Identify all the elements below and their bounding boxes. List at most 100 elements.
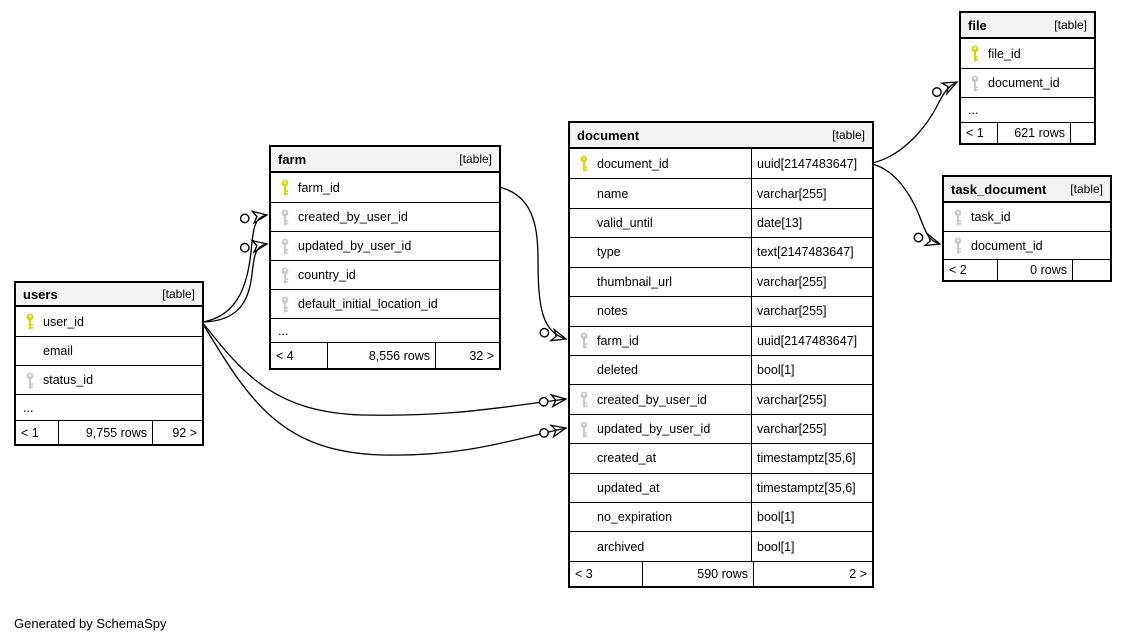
column-type: uuid[2147483647] [751,149,872,179]
column-row-created_by_user_id: created_by_user_id [271,202,499,231]
column-type: varchar[255] [751,179,872,208]
table-header: file [table] [961,13,1094,39]
column-name: document_id [597,156,669,171]
column-name: thumbnail_url [597,274,673,289]
table-header: users [table] [16,283,202,307]
column-row-status_id: status_id [16,365,202,394]
ellipsis-row: ... [16,394,202,420]
column-row-document_id: document_id [961,68,1094,97]
column-name: deleted [597,363,639,378]
footer-row-count: 621 rows [997,123,1070,143]
table-header: task_document [table] [944,177,1110,203]
table-name[interactable]: file [968,17,987,33]
column-name: archived [597,539,645,554]
column-name: farm_id [298,180,340,195]
column-row-name: name varchar[255] [570,178,872,208]
column-row-document_id: document_id uuid[2147483647] [570,149,872,179]
footer-related-in: < 3 [575,566,593,581]
column-name: default_initial_location_id [298,297,438,311]
table-footer: < 1 621 rows [961,122,1094,143]
column-type: uuid[2147483647] [751,326,872,355]
column-row-task_id: task_id [944,203,1110,231]
column-name: type [597,245,621,260]
foreign-key-icon [954,209,961,225]
table-file: file [table] file_id document_id... < 1 621… [959,11,1096,145]
rel-users-farm-updated-by [202,239,269,323]
rel-farm-document-farm-id [498,186,568,342]
table-tag: [table] [1054,18,1087,32]
column-row-country_id: country_id [271,260,499,289]
footer-related-in: < 1 [966,126,984,140]
column-row-farm_id: farm_id [271,173,499,202]
column-name: status_id [43,373,94,387]
footer-related-out: 92 > [152,421,202,444]
column-type: varchar[255] [751,414,872,444]
column-name: valid_until [597,216,653,231]
footer-row-count: 590 rows [642,561,753,586]
footer-related-out: 32 > [435,343,499,368]
column-row-email: email [16,336,202,365]
footer-related-in: < 1 [21,425,39,440]
foreign-key-icon [281,296,288,312]
table-name[interactable]: farm [278,151,307,167]
column-row-user_id: user_id [16,307,202,336]
table-document: document [table] document_id uuid[21474836… [568,121,874,588]
ellipsis-row: ... [961,97,1094,122]
column-name: name [597,186,629,201]
rel-users-farm-created-by [202,210,269,323]
column-row-default_initial_location_id: default_initial_location_id [271,289,499,318]
footer-related-out [1070,123,1094,143]
primary-key-icon [26,313,33,330]
footer-related-in: < 2 [949,263,967,277]
table-tag: [table] [832,128,865,142]
footer-row-count: 9,755 rows [58,421,152,444]
foreign-key-icon [580,332,587,349]
column-name: user_id [43,314,84,329]
table-tag: [table] [459,152,492,166]
table-header: farm [table] [271,147,499,173]
column-type: timestamptz[35,6] [751,473,872,503]
generator-note: Generated by SchemaSpy [14,616,167,631]
rel-document-task-document-id [871,163,942,247]
foreign-key-icon [281,267,288,283]
foreign-key-icon [580,421,587,437]
rel-document-file-document-id [871,81,959,164]
table-tag: [table] [1070,182,1103,196]
foreign-key-icon [281,209,288,225]
column-type: date[13] [751,208,872,238]
table-tag: [table] [162,287,195,301]
column-name: created_by_user_id [298,210,408,224]
foreign-key-icon [954,237,961,254]
table-footer: < 2 0 rows [944,259,1110,280]
column-name: country_id [298,268,356,282]
column-name: updated_by_user_id [597,422,711,436]
column-row-valid_until: valid_until date[13] [570,207,872,238]
column-name: created_by_user_id [597,392,707,407]
ellipsis-row: ... [271,318,499,342]
footer-row-count: 0 rows [997,260,1072,280]
column-row-file_id: file_id [961,39,1094,68]
column-type: text[2147483647] [751,238,872,267]
column-name: created_at [597,451,657,466]
column-row-updated_by_user_id: updated_by_user_id [271,231,499,260]
column-name: file_id [988,46,1021,61]
primary-key-icon [971,45,978,62]
column-name: document_id [988,76,1060,90]
table-name[interactable]: users [23,286,58,302]
primary-key-icon [281,179,288,196]
table-name[interactable]: document [577,127,640,143]
ellipsis-label: ... [278,323,289,338]
column-type: varchar[255] [751,297,872,326]
foreign-key-icon [281,238,288,254]
footer-related-in: < 4 [276,348,294,363]
table-name[interactable]: task_document [951,181,1047,197]
